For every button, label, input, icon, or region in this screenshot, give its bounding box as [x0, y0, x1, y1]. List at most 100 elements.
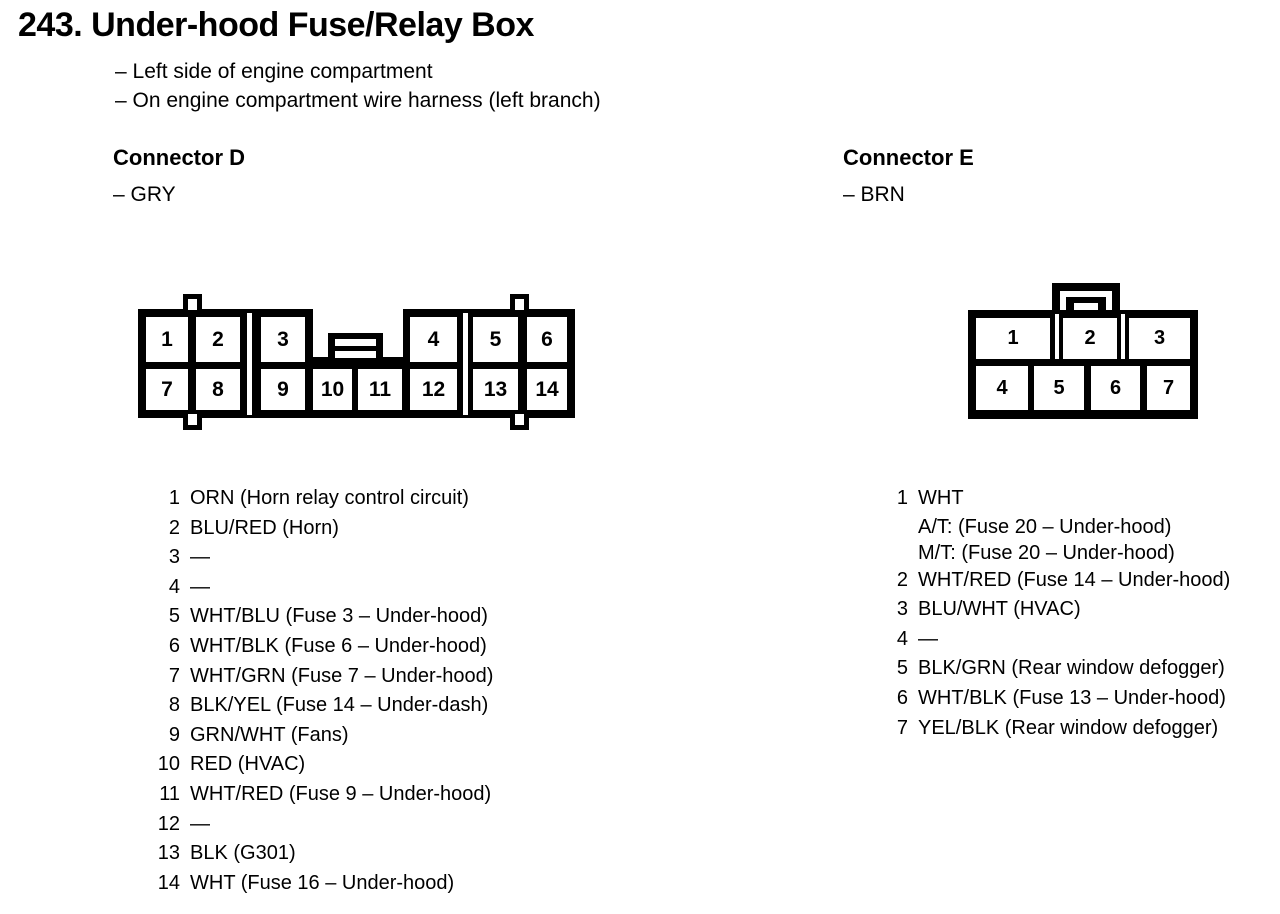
pin-cell-e7: 7 — [1147, 366, 1190, 410]
pin-row-d9: 9 GRN/WHT (Fans) — [100, 721, 570, 751]
pin-description: WHT/RED (Fuse 14 – Under-hood) — [918, 568, 1231, 591]
pin-number: 4 — [896, 627, 908, 650]
pin-number: 5 — [896, 657, 908, 680]
pin-row-e6: 6 WHT/BLK (Fuse 13 – Under-hood) — [830, 684, 1280, 714]
connector-d-diagram: 1 2 3 4 5 6 7 8 9 10 11 12 13 14 — [138, 294, 575, 430]
pin-cell-d3: 3 — [261, 317, 305, 362]
pin-cell-d12: 12 — [410, 369, 457, 410]
pin-description: YEL/BLK (Rear window defogger) — [918, 716, 1219, 739]
connector-e-pin-list: 1 WHT A/T: (Fuse 20 – Under-hood) M/T: (… — [830, 484, 1280, 743]
divider-channel — [463, 313, 468, 415]
pin-description: BLK/YEL (Fuse 14 – Under-dash) — [190, 694, 489, 717]
pin-description: — — [190, 546, 210, 569]
pin-description: GRN/WHT (Fans) — [190, 723, 349, 746]
pin-cell-d4: 4 — [410, 317, 457, 362]
location-notes: – Left side of engine compartment – On e… — [115, 57, 601, 115]
pin-cell-e3: 3 — [1129, 318, 1190, 359]
tab-notch — [515, 414, 524, 425]
pin-cell-e4: 4 — [976, 366, 1028, 410]
pin-description: WHT (Fuse 16 – Under-hood) — [190, 871, 455, 894]
pin-cell-d8: 8 — [196, 369, 240, 410]
divider-channel — [1121, 314, 1125, 359]
divider-channel — [247, 313, 252, 415]
pin-row-d8: 8 BLK/YEL (Fuse 14 – Under-dash) — [100, 691, 570, 721]
pin-description: — — [918, 627, 938, 650]
pin-row-e1: 1 WHT A/T: (Fuse 20 – Under-hood) M/T: (… — [830, 484, 1280, 566]
pin-description: BLU/RED (Horn) — [190, 516, 339, 539]
pin-number: 13 — [157, 842, 180, 865]
pin-cell-e1: 1 — [976, 318, 1050, 359]
pin-row-d1: 1 ORN (Horn relay control circuit) — [100, 484, 570, 514]
connector-d-latch — [328, 333, 383, 363]
pin-number: 1 — [896, 487, 908, 509]
pin-description: WHT/RED (Fuse 9 – Under-hood) — [190, 782, 492, 805]
connector-e-color-note: – BRN — [843, 183, 905, 206]
pin-number: 10 — [157, 753, 180, 776]
pin-description: WHT/BLK (Fuse 13 – Under-hood) — [918, 686, 1226, 709]
pin-row-e2: 2 WHT/RED (Fuse 14 – Under-hood) — [830, 566, 1280, 596]
pin-row-d7: 7 WHT/GRN (Fuse 7 – Under-hood) — [100, 662, 570, 692]
pin-description: ORN (Horn relay control circuit) — [190, 487, 469, 509]
pin-cell-d6: 6 — [527, 317, 567, 362]
page-title: 243. Under-hood Fuse/Relay Box — [18, 6, 534, 44]
pin-number: 14 — [157, 871, 180, 894]
location-note-1: – Left side of engine compartment — [115, 60, 433, 83]
tab-notch — [188, 414, 197, 425]
pin-number: 1 — [168, 487, 180, 509]
pin-description: WHT/GRN (Fuse 7 – Under-hood) — [190, 664, 494, 687]
pin-row-e7: 7 YEL/BLK (Rear window defogger) — [830, 714, 1280, 744]
latch-slot — [1074, 303, 1098, 310]
pin-number: 7 — [168, 664, 180, 687]
pin-cell-e6: 6 — [1091, 366, 1140, 410]
pin-cell-d5: 5 — [473, 317, 518, 362]
pin-description: BLK/GRN (Rear window defogger) — [918, 657, 1225, 680]
pin-description: RED (HVAC) — [190, 753, 306, 776]
latch-slot — [335, 351, 376, 358]
pin-number: 2 — [168, 516, 180, 539]
pin-number: 11 — [159, 782, 180, 805]
pin-cell-d2: 2 — [196, 317, 240, 362]
pin-number: 9 — [168, 723, 180, 746]
pin-description-at: A/T: (Fuse 20 – Under-hood) — [918, 515, 1172, 538]
pin-row-d3: 3— — [100, 543, 570, 573]
pin-cell-d14: 14 — [527, 369, 567, 410]
pin-description: WHT/BLU (Fuse 3 – Under-hood) — [190, 605, 488, 628]
pin-row-d12: 12— — [100, 810, 570, 840]
pin-description: BLK (G301) — [190, 842, 296, 865]
pin-cell-d9: 9 — [261, 369, 305, 410]
pin-row-d5: 5 WHT/BLU (Fuse 3 – Under-hood) — [100, 602, 570, 632]
pin-row-e5: 5 BLK/GRN (Rear window defogger) — [830, 654, 1280, 684]
connector-d-color-note: – GRY — [113, 183, 176, 206]
pin-description: WHT A/T: (Fuse 20 – Under-hood) M/T: (Fu… — [918, 484, 1175, 566]
pin-cell-d7: 7 — [146, 369, 188, 410]
pin-number: 3 — [168, 546, 180, 569]
pin-number: 7 — [896, 716, 908, 739]
pin-number: 4 — [168, 575, 180, 598]
tab-notch — [188, 299, 197, 310]
pin-number: 2 — [896, 568, 908, 591]
pin-description-main: WHT — [918, 487, 964, 509]
pin-row-d4: 4— — [100, 573, 570, 603]
pin-cell-d13: 13 — [473, 369, 518, 410]
pin-row-e4: 4— — [830, 625, 1280, 655]
pin-cell-d10: 10 — [313, 369, 352, 410]
connector-e-heading: Connector E — [843, 145, 974, 170]
pin-row-d10: 10 RED (HVAC) — [100, 750, 570, 780]
latch-slot — [335, 339, 376, 346]
pin-description: — — [190, 575, 210, 598]
pin-description: WHT/BLK (Fuse 6 – Under-hood) — [190, 634, 487, 657]
pin-description: BLU/WHT (HVAC) — [918, 598, 1081, 621]
pin-number: 6 — [168, 634, 180, 657]
pin-cell-d1: 1 — [146, 317, 188, 362]
pin-number: 6 — [896, 686, 908, 709]
pin-row-d14: 14 WHT (Fuse 16 – Under-hood) — [100, 869, 570, 899]
tab-notch — [515, 299, 524, 310]
pin-number: 5 — [168, 605, 180, 628]
pin-cell-e5: 5 — [1034, 366, 1084, 410]
connector-e-diagram: 1 2 3 4 5 6 7 — [968, 283, 1198, 419]
pin-description-mt: M/T: (Fuse 20 – Under-hood) — [918, 541, 1175, 564]
pin-number: 12 — [157, 812, 180, 835]
pin-row-d13: 13 BLK (G301) — [100, 839, 570, 869]
pin-number: 8 — [168, 694, 180, 717]
location-note-2: – On engine compartment wire harness (le… — [115, 89, 601, 112]
